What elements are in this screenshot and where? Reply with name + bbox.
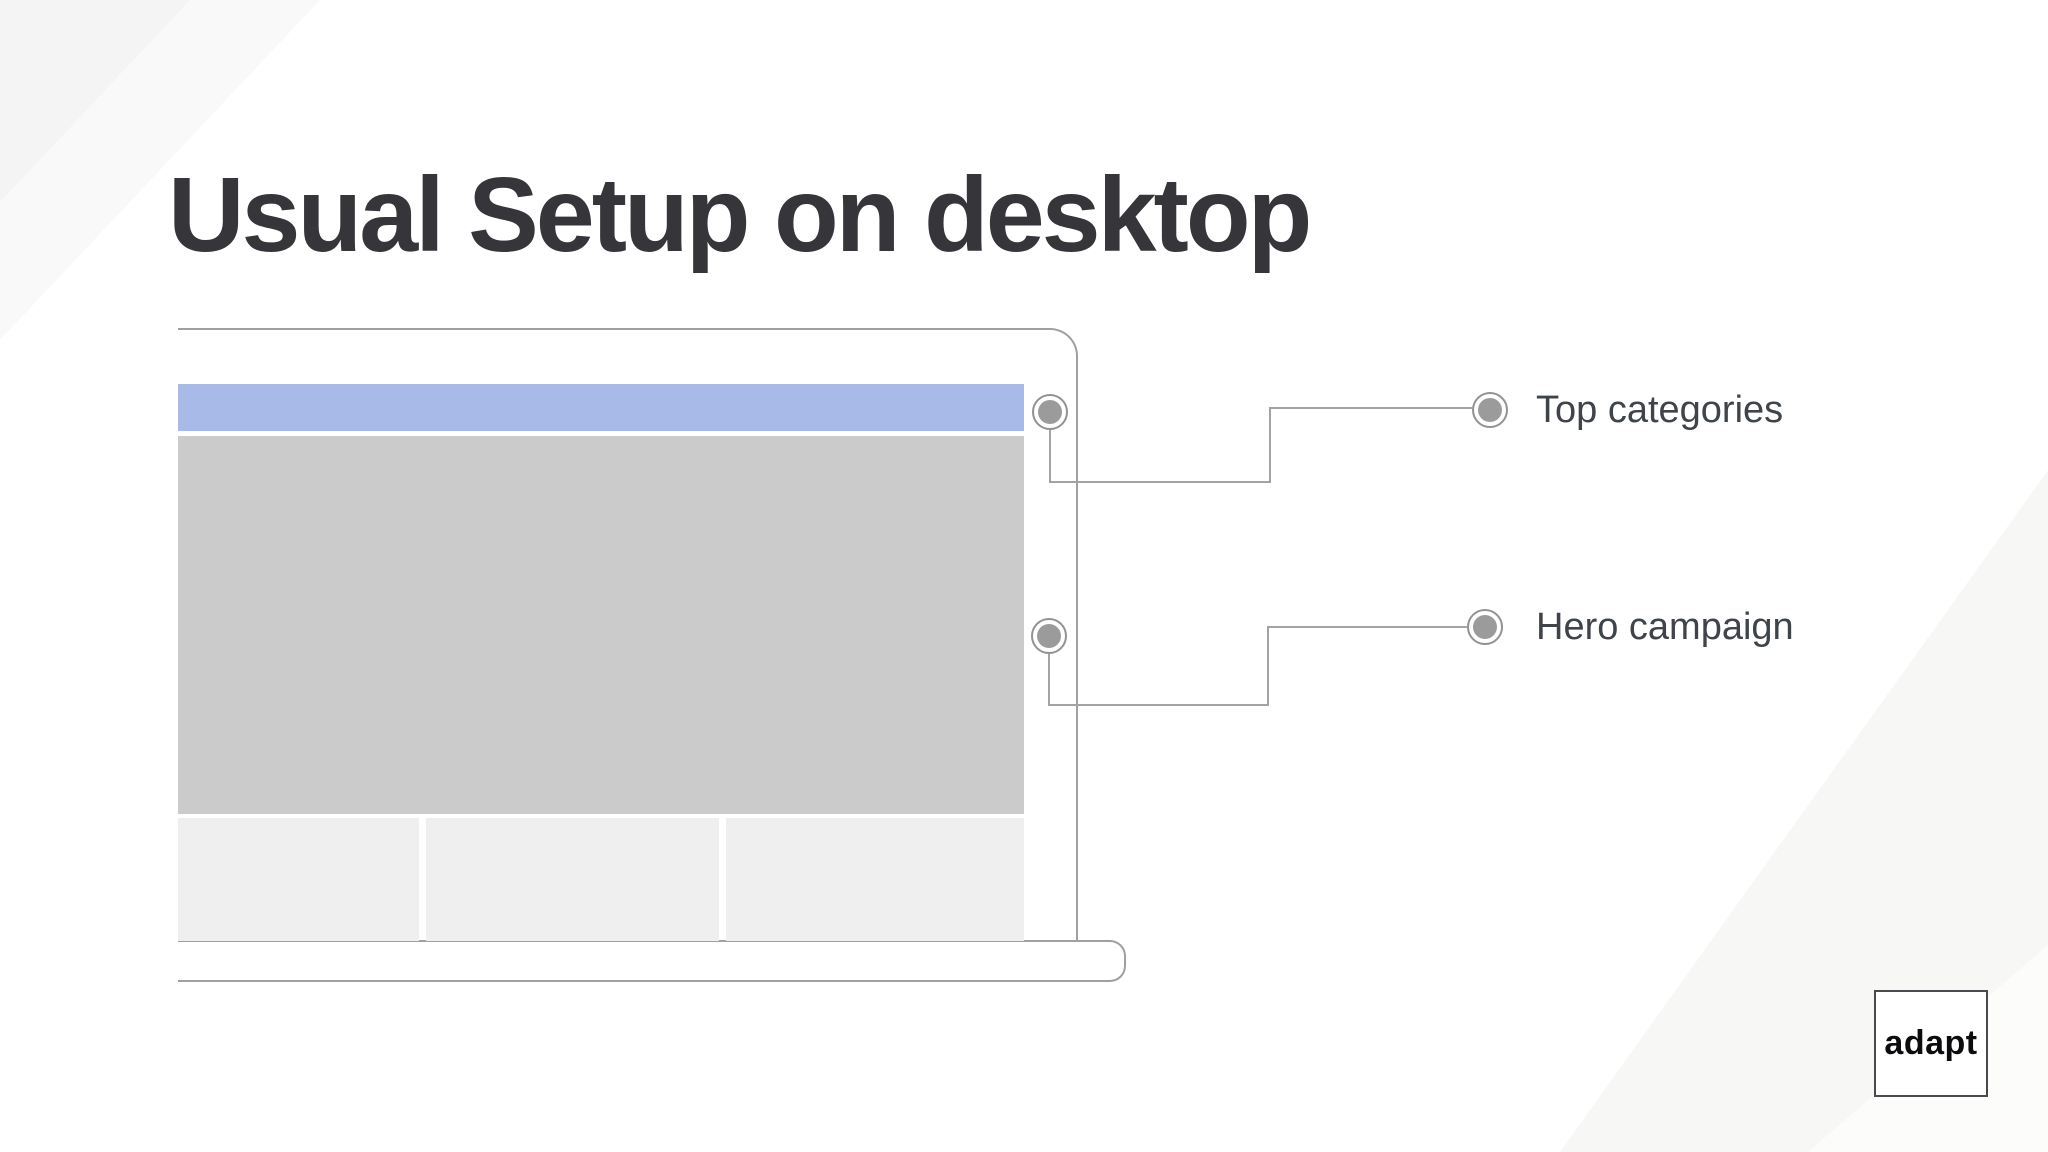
- connector-dot-icon: [1031, 618, 1067, 654]
- annotation-label-hero-campaign: Hero campaign: [1536, 606, 1794, 648]
- top-categories-bar: [178, 384, 1024, 431]
- connector-line-top-categories: [1049, 407, 1472, 483]
- connector-dot-icon: [1467, 609, 1503, 645]
- dot-fill: [1038, 400, 1062, 424]
- adapt-logo-text: adapt: [1884, 1024, 1978, 1062]
- product-tile: [178, 818, 419, 941]
- hero-campaign-area: [178, 436, 1024, 814]
- dot-fill: [1037, 624, 1061, 648]
- product-tile: [426, 818, 719, 941]
- annotation-label-top-categories: Top categories: [1536, 389, 1784, 431]
- product-tile: [726, 818, 1024, 941]
- connector-dot-icon: [1032, 394, 1068, 430]
- dot-fill: [1473, 615, 1497, 639]
- corner-shape-top-left: [0, 0, 190, 202]
- laptop-base: [178, 940, 1126, 982]
- connector-dot-icon: [1472, 392, 1508, 428]
- adapt-logo: adapt: [1874, 990, 1988, 1097]
- dot-fill: [1478, 398, 1502, 422]
- page-title: Usual Setup on desktop: [168, 156, 1312, 274]
- connector-line-hero-campaign: [1048, 626, 1467, 706]
